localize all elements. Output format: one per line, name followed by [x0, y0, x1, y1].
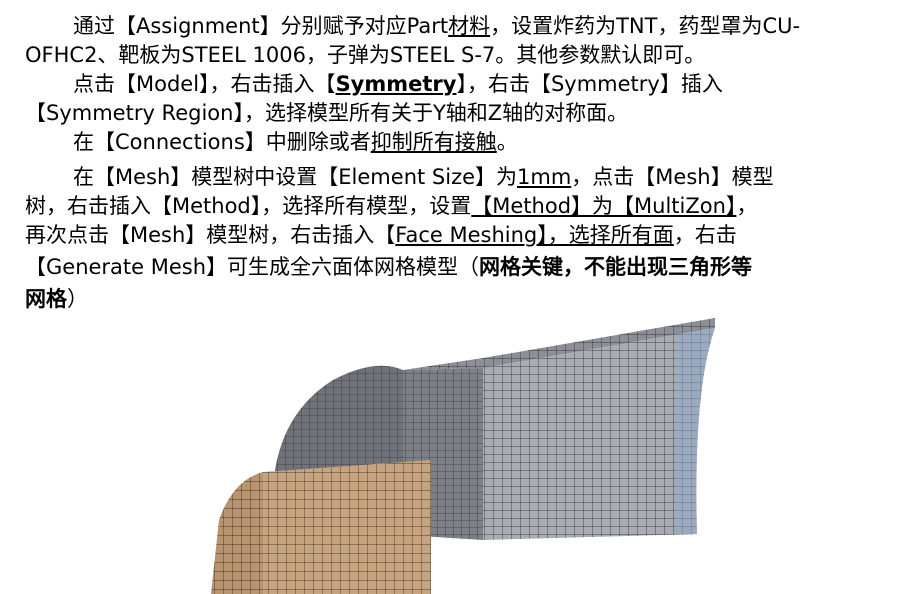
paragraph-model-line2: 【Symmetry Region】，选择模型所有关于Y轴和Z轴的对称面。 [25, 101, 629, 125]
paragraph-assignment-line1: 通过【Assignment】分别赋予对应Part材料，设置炸药为TNT，药型罩为… [73, 14, 801, 38]
paragraph-assignment-line2: OFHC2、靶板为STEEL 1006，子弹为STEEL S-7。其他参数默认即… [25, 43, 706, 67]
paragraph-mesh-line1: 在【Mesh】模型树中设置【Element Size】为1mm，点击【Mesh】… [73, 165, 774, 189]
paragraph-connections: 在【Connections】中删除或者抑制所有接触。 [73, 130, 518, 154]
target-curved-edge [674, 328, 715, 535]
paragraph-mesh-line4: 【Generate Mesh】可生成全六面体网格模型（网格关键，不能出现三角形等 [25, 255, 753, 279]
paragraph-mesh-line5: 网格） [25, 287, 88, 311]
paragraph-mesh-line3: 再次点击【Mesh】模型树，右击插入【Face Meshing】，选择所有面，右… [25, 223, 737, 247]
bullet-model [211, 460, 431, 594]
hex-mesh-model-figure [211, 318, 715, 594]
paragraph-model-line1: 点击【Model】，右击插入【Symmetry】，右击【Symmetry】插入 [73, 72, 723, 96]
paragraph-mesh-line2: 树，右击插入【Method】，选择所有模型，设置【Method】为【MultiZ… [25, 194, 758, 218]
